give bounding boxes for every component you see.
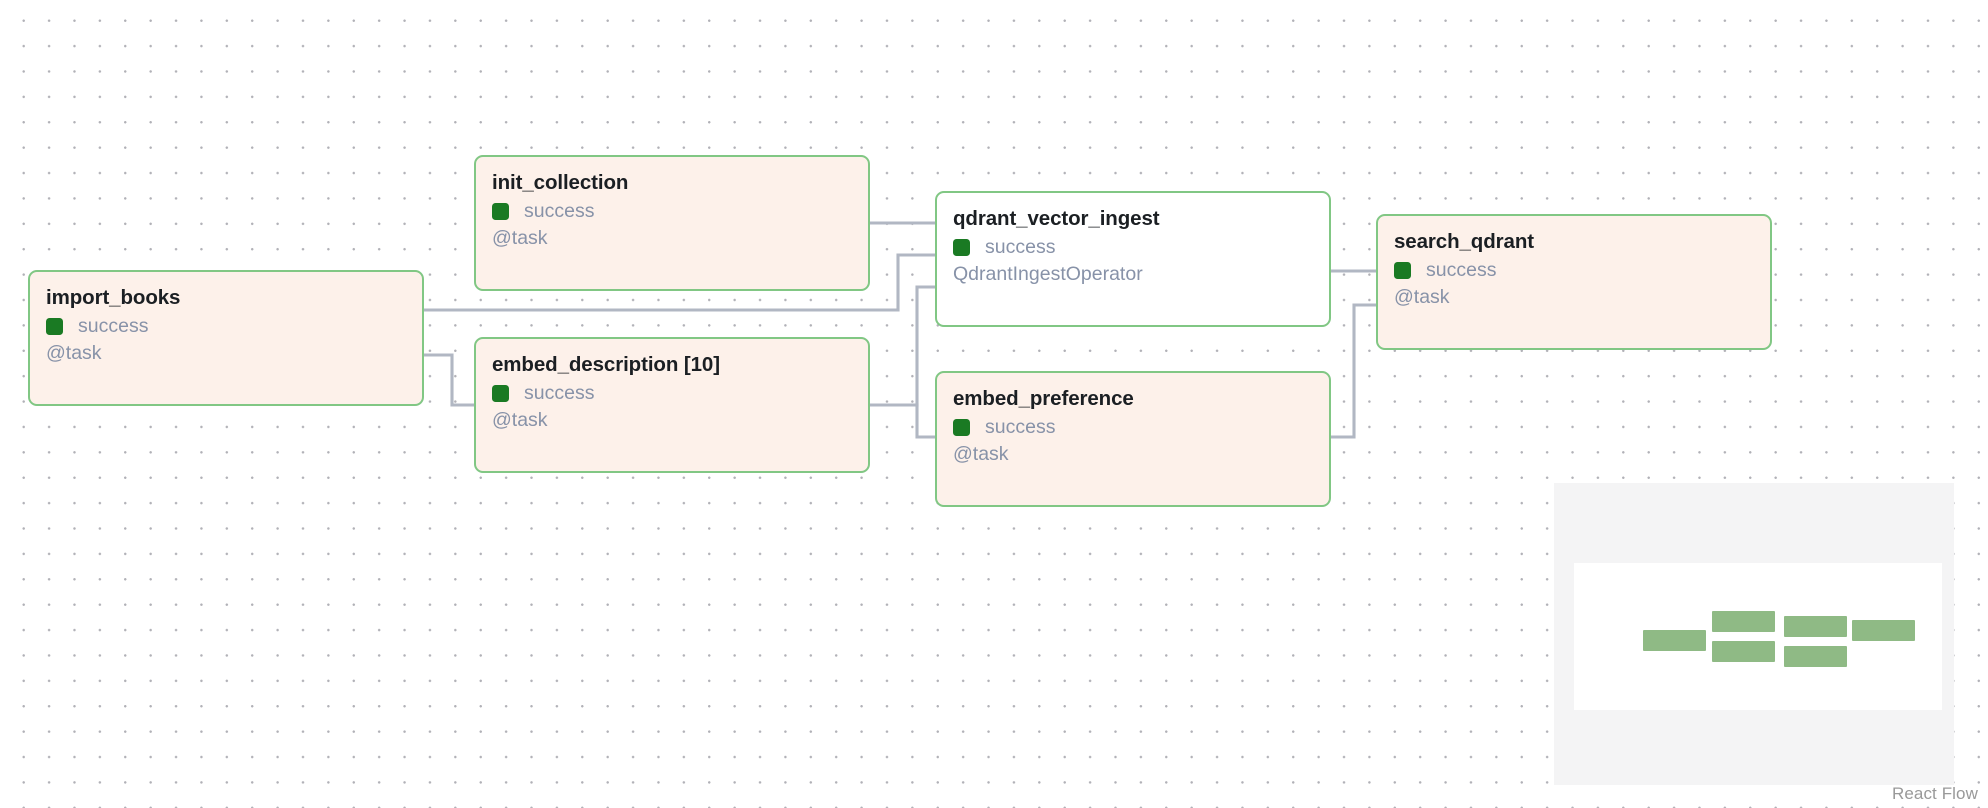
react-flow-attribution[interactable]: React Flow <box>1891 784 1978 803</box>
edge-embed-description-to-embed-preference <box>870 403 935 439</box>
node-status-row: success <box>1394 259 1754 282</box>
graph-node-embed-preference[interactable]: embed_preference success @task <box>935 371 1331 507</box>
node-title: init_collection <box>492 171 629 194</box>
minimap-node <box>1712 641 1775 662</box>
minimap-node <box>1784 616 1847 637</box>
node-status-row: success <box>492 200 852 223</box>
status-swatch-success <box>492 203 509 221</box>
target-handle[interactable] <box>474 405 476 410</box>
edge-embed-preference-to-search-qdrant <box>1331 303 1376 439</box>
status-swatch-success <box>46 318 63 336</box>
node-subtitle: @task <box>492 226 548 249</box>
node-status-row: success <box>492 382 852 405</box>
node-status-label: success <box>985 416 1056 439</box>
source-handle[interactable] <box>422 312 424 317</box>
node-subtitle: @task <box>46 341 102 364</box>
source-handle[interactable] <box>868 223 870 228</box>
node-subtitle: @task <box>1394 285 1450 308</box>
graph-node-qdrant-vector-ingest[interactable]: qdrant_vector_ingest success QdrantInges… <box>935 191 1331 327</box>
status-swatch-success <box>953 239 970 257</box>
source-handle[interactable] <box>422 357 424 362</box>
source-handle[interactable] <box>1329 270 1331 275</box>
minimap-node <box>1784 646 1847 667</box>
node-status-label: success <box>1426 259 1497 282</box>
graph-node-search-qdrant[interactable]: search_qdrant success @task <box>1376 214 1772 350</box>
node-subtitle: @task <box>953 442 1009 465</box>
graph-node-init-collection[interactable]: init_collection success @task <box>474 155 870 291</box>
source-handle[interactable] <box>868 405 870 410</box>
node-status-row: success <box>953 236 1313 259</box>
node-title: import_books <box>46 286 181 309</box>
target-handle[interactable] <box>935 436 937 441</box>
target-handle[interactable] <box>1376 305 1378 310</box>
edge-import-books-to-embed-description <box>424 353 474 407</box>
target-handle[interactable] <box>935 286 937 291</box>
edge-embed-description-to-qdrant-vector-ingest <box>870 285 935 407</box>
node-title: search_qdrant <box>1394 230 1534 253</box>
status-swatch-success <box>953 419 970 437</box>
minimap-node <box>1643 630 1706 651</box>
status-swatch-success <box>492 385 509 403</box>
target-handle[interactable] <box>935 254 937 259</box>
source-handle[interactable] <box>1329 436 1331 441</box>
target-handle[interactable] <box>1376 271 1378 276</box>
node-status-row: success <box>953 416 1313 439</box>
node-title: embed_preference <box>953 387 1134 410</box>
node-status-label: success <box>78 315 149 338</box>
node-title: embed_description [10] <box>492 353 720 376</box>
node-subtitle: QdrantIngestOperator <box>953 262 1143 285</box>
minimap-viewport-rect[interactable] <box>1574 563 1942 710</box>
node-title: qdrant_vector_ingest <box>953 207 1160 230</box>
graph-node-import-books[interactable]: import_books success @task <box>28 270 424 406</box>
node-subtitle: @task <box>492 408 548 431</box>
node-status-label: success <box>524 382 595 405</box>
minimap-node <box>1712 611 1775 632</box>
node-status-row: success <box>46 315 406 338</box>
node-status-label: success <box>524 200 595 223</box>
minimap-node <box>1852 620 1915 641</box>
node-status-label: success <box>985 236 1056 259</box>
graph-node-embed-description[interactable]: embed_description [10] success @task <box>474 337 870 473</box>
status-swatch-success <box>1394 262 1411 280</box>
minimap-panel[interactable] <box>1554 483 1954 785</box>
target-handle[interactable] <box>935 222 937 227</box>
